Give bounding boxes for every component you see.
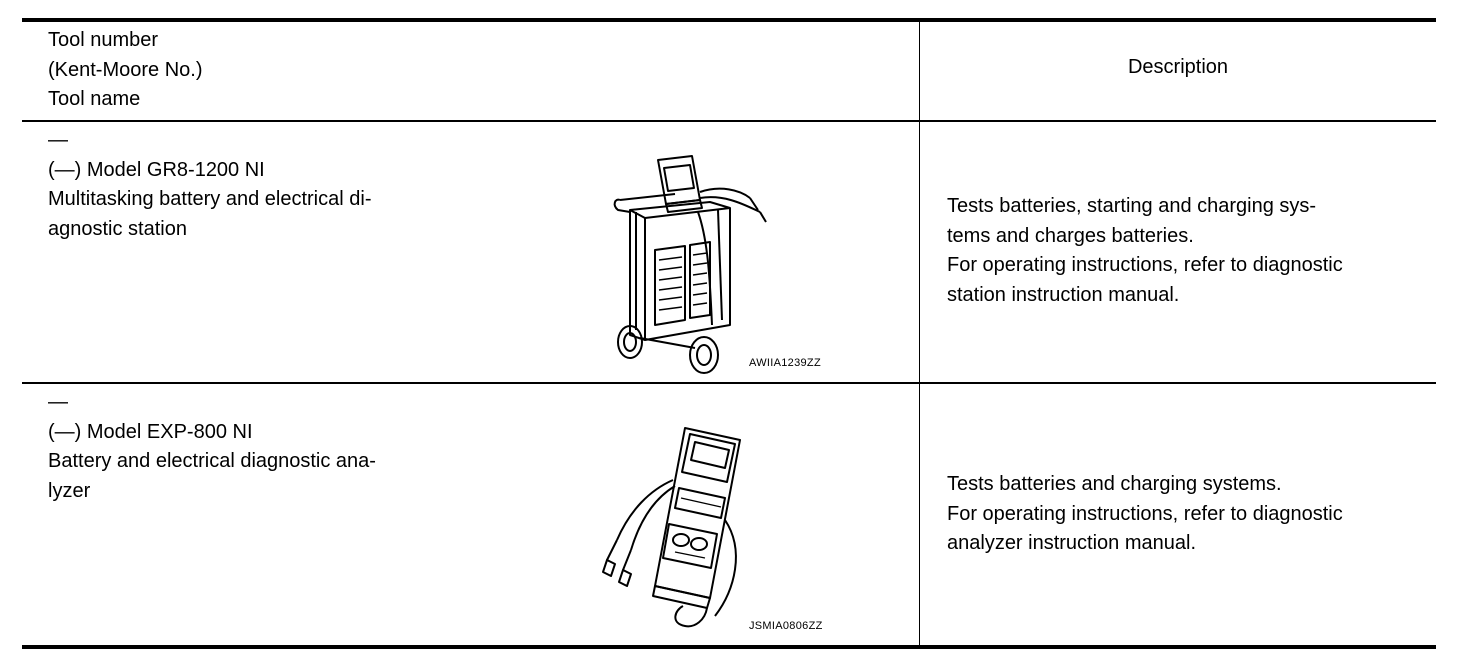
row2-desc-line2: For operating instructions, refer to dia…: [947, 502, 1343, 525]
row2-tool-name-line2: lyzer: [48, 479, 91, 502]
row1-tool-number: —: [48, 129, 68, 151]
battery-diagnostic-station-illustration: [613, 155, 767, 374]
row-divider: [22, 382, 1436, 384]
row2-tool-cell: — (—) Model EXP-800 NI Battery and elect…: [48, 388, 376, 506]
row1-desc-line3: For operating instructions, refer to dia…: [947, 254, 1343, 276]
table-top-rule: [22, 18, 1436, 22]
row2-figure-code: JSMIA0806ZZ: [749, 620, 823, 632]
row1-kent-moore: (—) Model GR8-1200 NI: [48, 158, 265, 181]
row2-tool-number: —: [48, 391, 68, 413]
row1-figure-code: AWIIA1239ZZ: [749, 357, 821, 369]
header-divider: [22, 120, 1436, 122]
row2-tool-name-line1: Battery and electrical diagnostic ana-: [48, 450, 376, 472]
handheld-analyzer-illustration: [602, 427, 741, 628]
header-tool-name: Tool name: [48, 88, 141, 110]
table-bottom-rule: [22, 645, 1436, 649]
row2-description-cell: Tests batteries and charging systems. Fo…: [947, 470, 1343, 559]
row1-tool-name-line1: Multitasking battery and electrical di-: [48, 188, 372, 210]
row2-desc-line1: Tests batteries and charging systems.: [947, 473, 1282, 495]
row1-tool-name-line2: agnostic station: [48, 217, 187, 240]
column-divider: [919, 20, 920, 647]
row1-description-cell: Tests batteries, starting and charging s…: [947, 192, 1343, 310]
row2-kent-moore: (—) Model EXP-800 NI: [48, 420, 253, 443]
row1-desc-line1: Tests batteries, starting and charging s…: [947, 195, 1317, 217]
row1-tool-cell: — (—) Model GR8-1200 NI Multitasking bat…: [48, 126, 371, 244]
header-kent-moore: (Kent-Moore No.): [48, 58, 203, 81]
header-description: Description: [1127, 56, 1229, 78]
row2-desc-line3: analyzer instruction manual.: [947, 532, 1197, 554]
row1-desc-line4: station instruction manual.: [947, 283, 1180, 306]
header-tool-column: Tool number (Kent-Moore No.) Tool name: [48, 26, 203, 115]
row1-desc-line2: tems and charges batteries.: [947, 224, 1194, 247]
header-tool-number: Tool number: [48, 29, 159, 51]
